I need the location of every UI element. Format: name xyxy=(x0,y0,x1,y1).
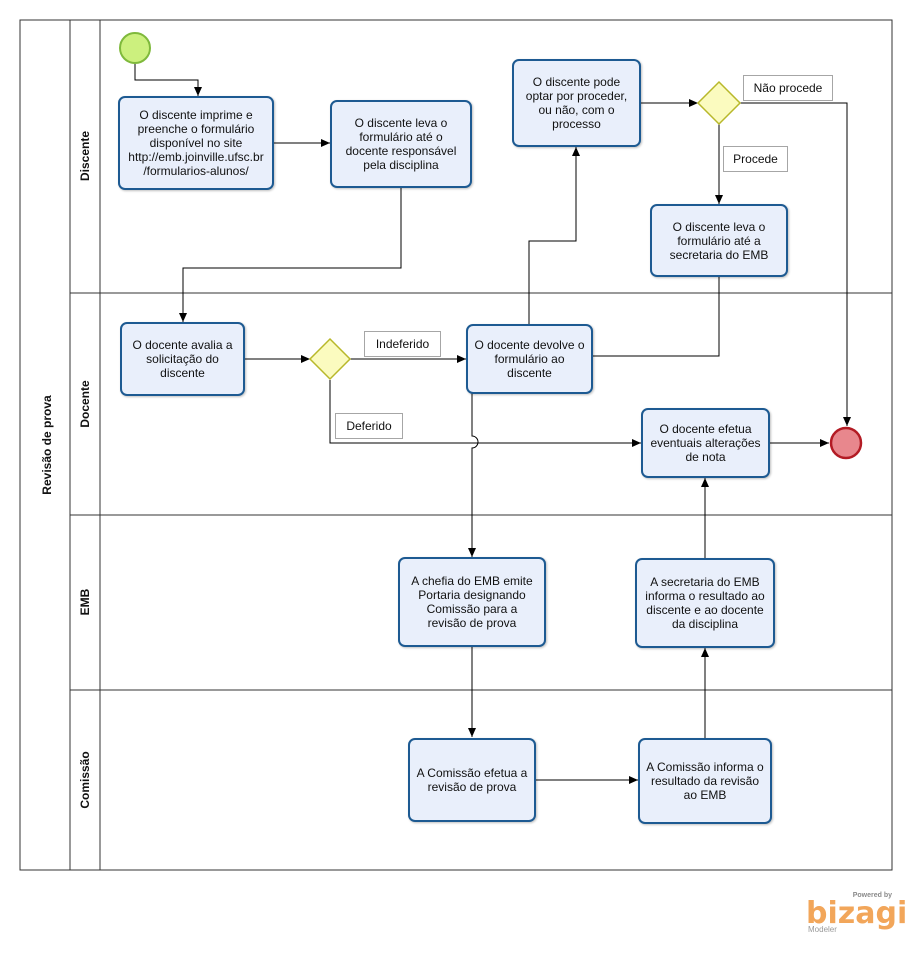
task-leva-a-secretaria[interactable]: O discente leva o formulário até a secre… xyxy=(650,204,788,277)
task-chefia-emite-portaria[interactable]: A chefia do EMB emite Portaria designand… xyxy=(398,557,546,647)
end-event xyxy=(829,426,863,460)
pool-title: Revisão de prova xyxy=(40,395,54,495)
task-docente-altera-nota[interactable]: O docente efetua eventuais alterações de… xyxy=(641,408,770,478)
task-comissao-efetua[interactable]: A Comissão efetua a revisão de prova xyxy=(408,738,536,822)
flow-t6-to-t3 xyxy=(528,147,580,324)
lane-label-emb: EMB xyxy=(78,588,92,615)
task-secretaria-informa[interactable]: A secretaria do EMB informa o resultado … xyxy=(635,558,775,648)
flow-gw1-to-t7 xyxy=(329,380,641,447)
modeler-text: Modeler xyxy=(808,925,837,934)
lane-label-comissao: Comissão xyxy=(78,751,92,808)
flow-t2-to-t5 xyxy=(179,188,402,322)
flow-label-indeferido: Indeferido xyxy=(364,331,441,357)
flow-label-nao-procede: Não procede xyxy=(743,75,833,101)
powered-by-text: Powered by xyxy=(852,892,892,899)
flow-label-deferido: Deferido xyxy=(335,413,403,439)
flow-gw2-to-end xyxy=(739,102,851,426)
bizagi-logo: bizagi xyxy=(806,896,908,931)
flow-label-procede: Procede xyxy=(723,146,788,172)
gateway-avaliacao xyxy=(308,337,352,381)
task-docente-devolve[interactable]: O docente devolve o formulário ao discen… xyxy=(466,324,593,394)
task-imprime-formulario[interactable]: O discente imprime e preenche o formulár… xyxy=(118,96,274,190)
task-docente-avalia[interactable]: O docente avalia a solicitação do discen… xyxy=(120,322,245,396)
lane-label-discente: Discente xyxy=(78,131,92,181)
task-leva-ao-docente[interactable]: O discente leva o formulário até o docen… xyxy=(330,100,472,188)
bizagi-brand: Powered by bizagi Modeler xyxy=(806,892,907,936)
task-comissao-informa[interactable]: A Comissão informa o resultado da revisã… xyxy=(638,738,772,824)
task-optar-proceder[interactable]: O discente pode optar por proceder, ou n… xyxy=(512,59,641,147)
lane-label-docente: Docente xyxy=(78,380,92,428)
gateway-proceder xyxy=(696,80,742,126)
sequence-flows xyxy=(134,64,851,784)
flow-t4-to-t8 xyxy=(468,277,720,557)
flow-start-to-t1 xyxy=(134,64,202,96)
start-event xyxy=(119,32,151,64)
